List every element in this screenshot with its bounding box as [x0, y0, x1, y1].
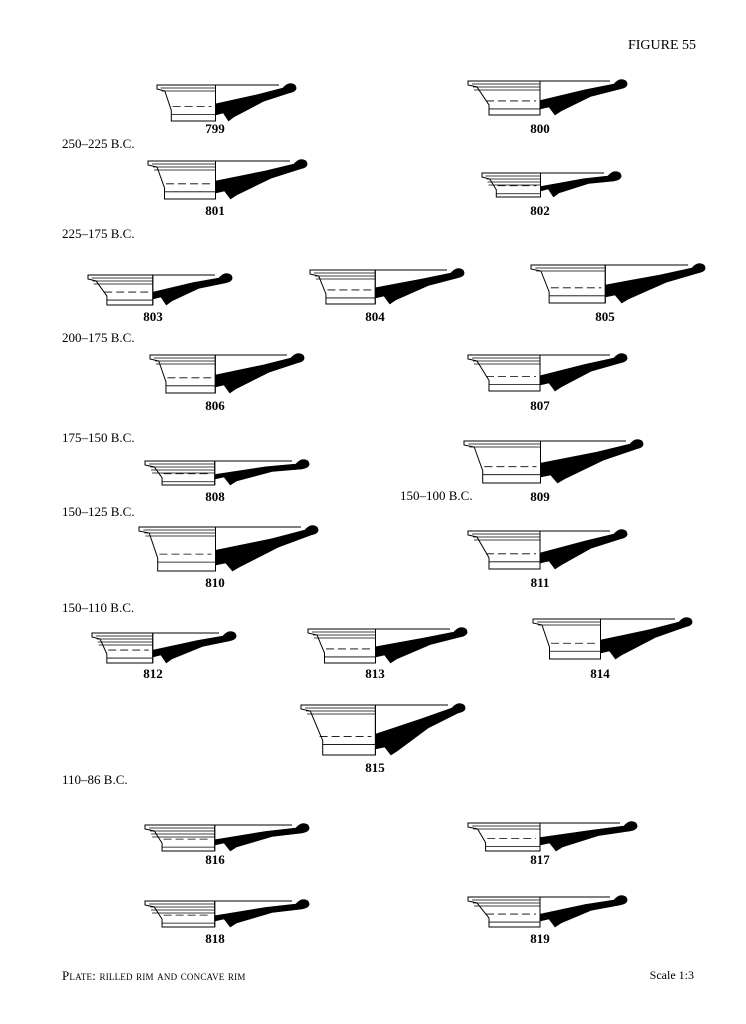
date-label: 225–175 B.C.: [62, 226, 135, 241]
plate-profile-drawing: [91, 631, 237, 664]
exterior-outline: [467, 896, 541, 928]
plate-profile-drawing: [144, 823, 310, 852]
catalog-number: 806: [205, 398, 225, 413]
exterior-outline: [138, 526, 216, 572]
date-label: 250–225 B.C.: [62, 136, 135, 151]
section-profile-fill: [214, 83, 296, 122]
section-profile-fill: [539, 79, 628, 116]
section-profile-fill: [374, 703, 466, 756]
section-profile-fill: [374, 268, 465, 305]
catalog-number: 800: [530, 121, 550, 136]
catalog-number: 814: [590, 666, 610, 681]
section-profile-fill: [214, 159, 307, 200]
plate-profile-drawing: [467, 895, 628, 928]
catalog-number: 819: [530, 931, 550, 946]
section-profile-fill: [214, 823, 310, 852]
plate-profile-drawing: [147, 159, 307, 200]
catalog-number: 803: [143, 309, 163, 324]
catalog-number: 817: [530, 852, 550, 867]
catalog-number: 799: [205, 121, 225, 136]
section-profile-fill: [539, 529, 628, 570]
section-profile-fill: [214, 525, 318, 572]
plate-profile-drawing: [309, 268, 465, 305]
section-profile-fill: [539, 171, 621, 198]
plate-profile-drawing: [532, 617, 692, 660]
plate-profile-drawing: [530, 263, 706, 304]
exterior-outline: [307, 628, 376, 664]
section-profile-fill: [539, 895, 628, 928]
exterior-outline: [156, 84, 216, 122]
catalog-number: 811: [530, 575, 550, 590]
date-label: 110–86 B.C.: [62, 772, 128, 787]
exterior-outline: [300, 704, 376, 756]
date-label: 150–125 B.C.: [62, 504, 135, 519]
section-profile-fill: [214, 899, 310, 928]
scale-label: Scale 1:3: [649, 968, 694, 982]
exterior-outline: [87, 274, 154, 306]
catalog-number: 812: [143, 666, 163, 681]
section-profile-fill: [374, 627, 467, 664]
catalog-number: 816: [205, 852, 225, 867]
figure-title: FIGURE 55: [627, 38, 696, 53]
catalog-number: 804: [365, 309, 385, 324]
section-profile-fill: [214, 353, 305, 394]
catalog-number: 808: [205, 489, 225, 504]
catalog-number: 813: [365, 666, 385, 681]
date-label: 150–110 B.C.: [62, 600, 135, 615]
section-profile-fill: [604, 263, 706, 304]
catalog-number: 801: [205, 203, 225, 218]
section-profile-fill: [539, 353, 628, 392]
catalog-number: 809: [530, 489, 550, 504]
exterior-outline: [309, 269, 376, 305]
plate-caption: Plate: rilled rim and concave rim: [62, 968, 246, 983]
plate-profile-drawing: [463, 439, 643, 484]
section-profile-fill: [539, 821, 638, 852]
catalog-number: 805: [595, 309, 615, 324]
plate-profile-drawing: [156, 83, 296, 122]
plate-profile-drawing: [467, 529, 628, 570]
plate-profile-drawing: [87, 273, 233, 306]
section-profile-fill: [152, 631, 237, 664]
catalog-number: 818: [205, 931, 225, 946]
section-profile-fill: [599, 617, 692, 660]
section-profile-fill: [152, 273, 233, 306]
plate-profile-drawing: [467, 821, 638, 852]
plate-profile-drawing: [307, 627, 467, 664]
catalog-number: 815: [365, 760, 385, 775]
section-profile-fill: [539, 439, 643, 484]
plate-profile-drawing: [467, 79, 628, 116]
date-label: 200–175 B.C.: [62, 330, 135, 345]
exterior-outline: [467, 354, 541, 392]
plate-profile-drawing: [300, 703, 466, 756]
date-label: 150–100 B.C.: [400, 488, 473, 503]
plate-profile-drawing: [481, 171, 621, 198]
plate-profile-drawing: [144, 899, 310, 928]
exterior-outline: [467, 80, 541, 116]
date-label: 175–150 B.C.: [62, 430, 135, 445]
plate-profile-drawing: [467, 353, 628, 392]
catalog-number: 802: [530, 203, 550, 218]
exterior-outline: [91, 632, 154, 664]
catalog-number: 807: [530, 398, 550, 413]
plate-profile-drawing: [138, 525, 318, 572]
section-profile-fill: [214, 459, 310, 486]
catalog-number: 810: [205, 575, 225, 590]
plate-profile-drawing: [149, 353, 305, 394]
plate-profile-drawing: [144, 459, 310, 486]
